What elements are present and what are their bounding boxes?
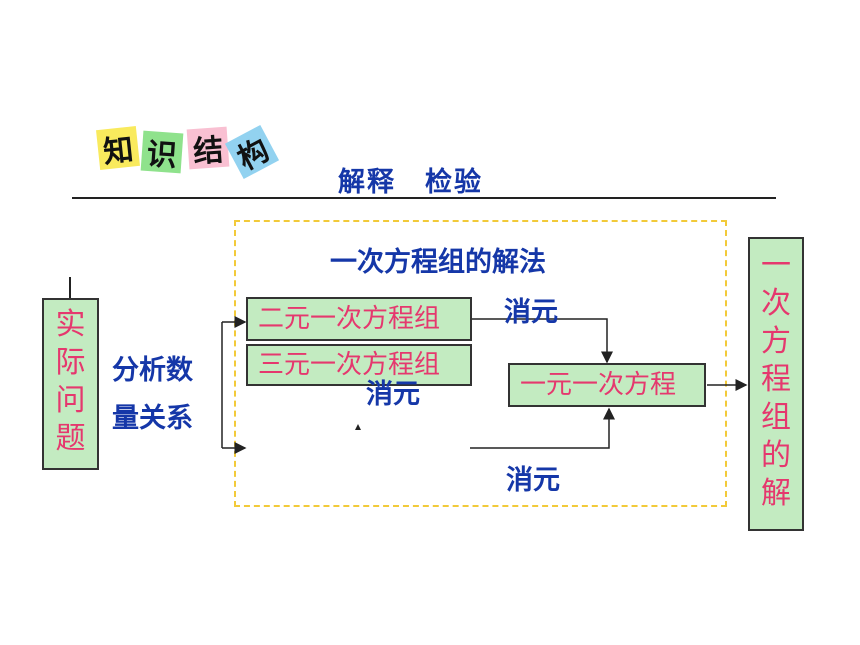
- real-problem-box: 实 际 问 题: [42, 298, 99, 470]
- three-var-system-box: 三元一次方程组: [246, 344, 472, 386]
- top-label: 解释 检验: [338, 167, 483, 198]
- methods-region: [234, 220, 727, 507]
- analysis-label-line1: 分析数: [112, 355, 193, 386]
- eliminate-label-bottom: 消元: [506, 465, 560, 496]
- divider-line: [72, 197, 776, 199]
- analysis-label-line2: 量关系: [112, 403, 193, 434]
- one-var-equation-box: 一元一次方程: [508, 363, 706, 407]
- methods-title: 一次方程组的解法: [330, 247, 546, 278]
- solution-box: 一 次 方 程 组 的 解: [748, 237, 804, 531]
- eliminate-label-top: 消元: [504, 297, 558, 328]
- real-problem-label: 实 际 问 题: [55, 307, 86, 456]
- small-mark: [355, 424, 361, 430]
- arrow-two-to-one: [472, 318, 613, 364]
- arrow-lower-to-one: [470, 407, 615, 449]
- solution-label: 一 次 方 程 组 的 解: [761, 248, 791, 511]
- eliminate-label-middle: 消元: [366, 379, 420, 410]
- two-var-system-box: 二元一次方程组: [246, 297, 472, 341]
